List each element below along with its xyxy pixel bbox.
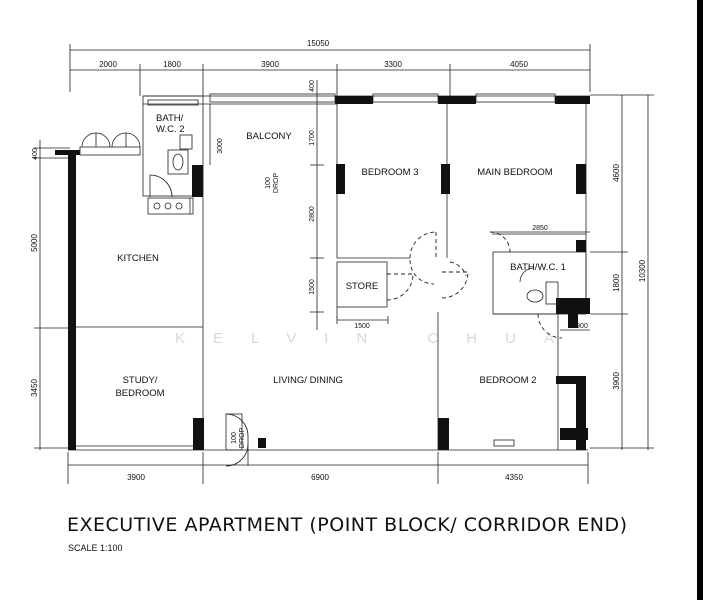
dim-bath1-side: 900	[576, 323, 588, 330]
dim-left-2: 3450	[30, 379, 39, 397]
plan-scale: SCALE 1:100	[68, 543, 123, 553]
dim-top-4: 3300	[384, 60, 402, 69]
drop-labels: 100 DROP 100 DROP	[231, 173, 280, 449]
right-dimensions: 4600 1800 3900 10300	[590, 94, 654, 450]
room-bedroom2: BEDROOM 2	[479, 375, 536, 386]
room-study-line2: BEDROOM	[115, 388, 164, 399]
dim-left-1: 5000	[30, 234, 39, 252]
bottom-dimensions: 3900 6900 4350	[67, 452, 589, 484]
dim-right-3: 3900	[612, 372, 621, 390]
dim-bed3-h: 1700	[309, 130, 316, 146]
dim-overall-width: 15050	[307, 39, 330, 48]
dim-store-w: 1500	[354, 323, 370, 330]
dim-bottom-1: 3900	[127, 473, 145, 482]
internal-dimensions: 3000 400 1700 2800 1500 1500 2850 900	[209, 80, 590, 331]
top-dimensions: 15050 2000 1800 3900 3300 4050	[69, 39, 591, 96]
left-dimensions: 400 5000 3450	[30, 140, 70, 450]
room-bath2-line1: BATH/	[156, 113, 184, 124]
right-edge-strip	[697, 0, 703, 600]
dim-balcony-top: 400	[309, 80, 316, 92]
room-main-bedroom: MAIN BEDROOM	[477, 167, 553, 178]
door-swings	[386, 231, 563, 339]
balcony-drop-value: 100	[265, 177, 272, 189]
bath1-fixtures	[519, 267, 559, 305]
watermark: KELVIN CHUA	[175, 330, 582, 347]
room-bedroom3: BEDROOM 3	[361, 167, 418, 178]
dim-store-h: 1500	[309, 279, 316, 295]
walls	[55, 95, 590, 451]
room-balcony: BALCONY	[246, 131, 292, 142]
bath2-fixtures	[149, 134, 193, 198]
dim-bath1-w: 2850	[532, 225, 548, 232]
windows	[147, 93, 556, 447]
plan-title: EXECUTIVE APARTMENT (POINT BLOCK/ CORRID…	[67, 514, 628, 536]
dim-balcony-h: 3000	[217, 138, 224, 154]
entrance-drop-value: 100	[231, 432, 238, 444]
dim-right-1: 4600	[612, 164, 621, 182]
dim-left-small: 400	[32, 148, 39, 160]
room-labels: BATH/ W.C. 2 BALCONY BEDROOM 3 MAIN BEDR…	[115, 113, 565, 399]
dim-bottom-3: 4350	[505, 473, 523, 482]
room-kitchen: KITCHEN	[117, 253, 159, 264]
dim-bed3-lower: 2800	[309, 206, 316, 222]
room-bath1: BATH/W.C. 1	[510, 262, 566, 273]
kitchen-counter	[147, 197, 194, 215]
entry-doors	[79, 132, 141, 156]
balcony-drop-word: DROP	[273, 173, 280, 194]
entrance-door	[225, 413, 249, 467]
room-store: STORE	[346, 281, 379, 292]
room-living: LIVING/ DINING	[273, 375, 343, 386]
dim-right-2: 1800	[612, 274, 621, 292]
entrance-drop-word: DROP	[239, 428, 246, 449]
room-study-line1: STUDY/	[123, 375, 158, 386]
room-bath2-line2: W.C. 2	[156, 124, 185, 135]
dim-top-1: 2000	[99, 60, 117, 69]
dim-top-2: 1800	[163, 60, 181, 69]
dim-right-overall: 10300	[638, 259, 647, 282]
dim-top-5: 4050	[510, 60, 528, 69]
dim-top-3: 3900	[261, 60, 279, 69]
dim-bottom-2: 6900	[311, 473, 329, 482]
